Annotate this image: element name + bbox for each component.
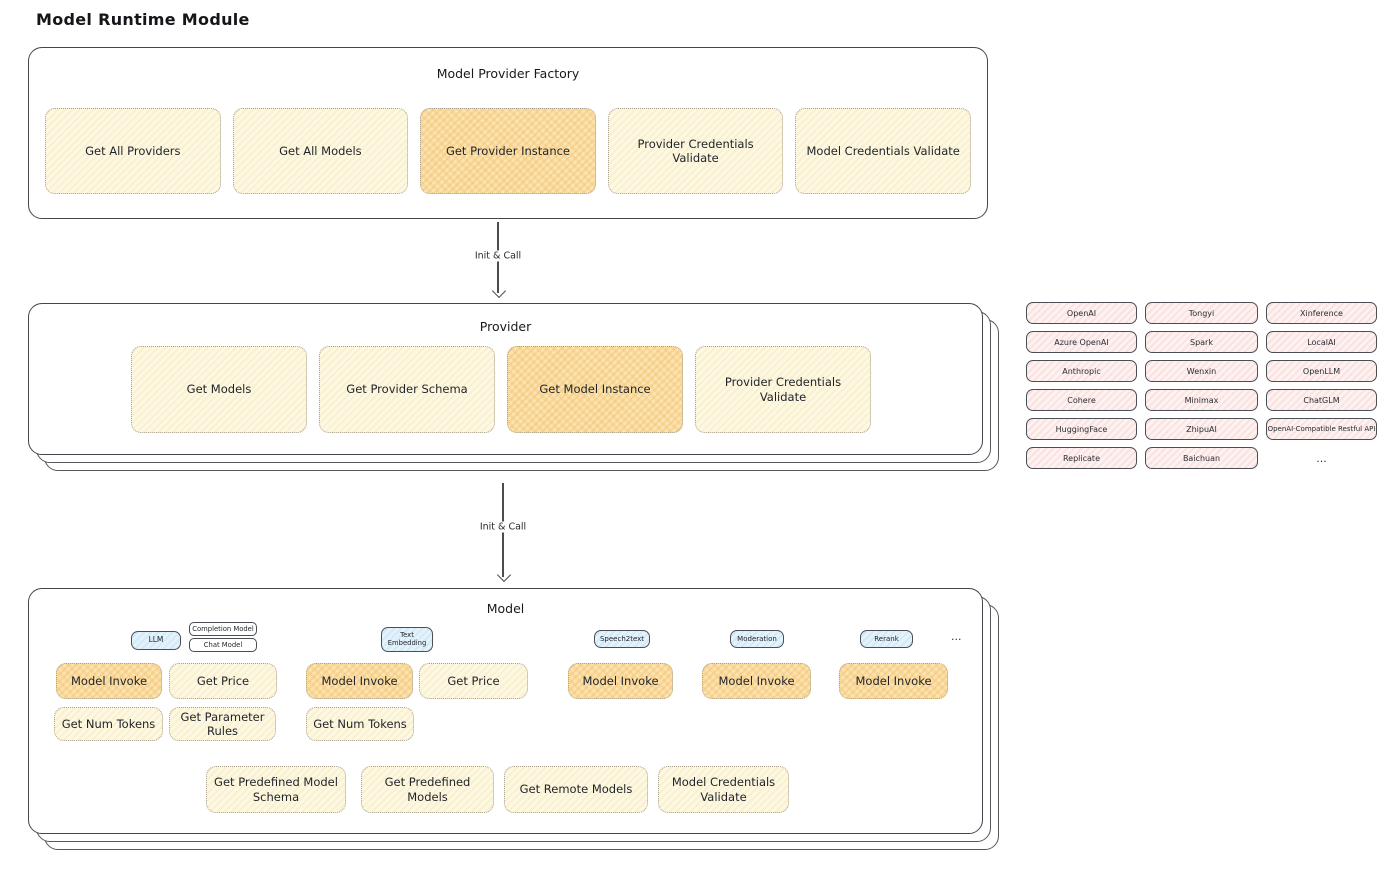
model-fn-moderation-model-invoke: Model Invoke [702,663,811,699]
model-fn-get-remote-models: Get Remote Models [504,766,648,813]
factory-panel: Model Provider Factory Get All Providers… [28,47,988,219]
model-fn-llm-get-num-tokens: Get Num Tokens [54,707,163,741]
model-fn-llm-get-parameter-rules: Get Parameter Rules [169,707,276,741]
provider-grid-ellipsis: ... [1316,451,1327,465]
arrowhead-down-icon [496,567,511,583]
model-title: Model [486,601,525,616]
provider-chip-anthropic: Anthropic [1026,360,1137,382]
factory-items-row: Get All Providers Get All Models Get Pro… [29,108,987,194]
provider-grid: OpenAI Tongyi Xinference Azure OpenAI Sp… [1026,302,1377,469]
provider-chip-wenxin: Wenxin [1145,360,1258,382]
provider-panel: Provider Get Models Get Provider Schema … [28,303,999,471]
model-fn-model-credentials-validate: Model Credentials Validate [658,766,789,813]
model-fn-get-predefined-models: Get Predefined Models [361,766,494,813]
model-fn-embedding-get-price: Get Price [419,663,528,699]
arrow-factory-to-provider: Init & Call [469,222,527,299]
model-fn-llm-get-price: Get Price [169,663,277,699]
arrowhead-down-icon [491,283,506,299]
provider-item-provider-credentials-validate: Provider Credentials Validate [695,346,871,433]
provider-chip-minimax: Minimax [1145,389,1258,411]
model-tag-rerank: Rerank [860,630,913,648]
provider-items-row: Get Models Get Provider Schema Get Model… [131,346,871,433]
factory-item-model-credentials-validate: Model Credentials Validate [795,108,971,194]
factory-item-provider-credentials-validate: Provider Credentials Validate [607,108,784,194]
provider-chip-spark: Spark [1145,331,1258,353]
model-tag-text-embedding: Text Embedding [381,627,433,652]
model-tags-ellipsis: ... [951,630,962,643]
model-fn-embedding-model-invoke: Model Invoke [306,663,413,699]
arrow-label: Init & Call [474,521,532,533]
model-fn-rerank-model-invoke: Model Invoke [839,663,948,699]
factory-panel-border: Model Provider Factory Get All Providers… [28,47,988,219]
provider-chip-zhipuai: ZhipuAI [1145,418,1258,440]
provider-chip-replicate: Replicate [1026,447,1137,469]
model-subtag-chat-model: Chat Model [189,638,257,652]
model-fn-embedding-get-num-tokens: Get Num Tokens [306,707,414,741]
provider-item-get-model-instance: Get Model Instance [507,346,683,433]
model-fn-llm-model-invoke: Model Invoke [56,663,162,699]
arrow-label: Init & Call [469,250,527,262]
provider-chip-huggingface: HuggingFace [1026,418,1137,440]
provider-chip-openllm: OpenLLM [1266,360,1377,382]
factory-item-get-provider-instance: Get Provider Instance [420,108,596,194]
provider-chip-tongyi: Tongyi [1145,302,1258,324]
provider-chip-openai-compatible-restful-api: OpenAI-Compatible Restful API [1266,418,1377,440]
provider-title: Provider [479,319,532,334]
provider-chip-baichuan: Baichuan [1145,447,1258,469]
provider-chip-openai: OpenAI [1026,302,1137,324]
provider-panel-border: Provider Get Models Get Provider Schema … [28,303,983,455]
model-tag-llm: LLM [131,631,181,650]
provider-item-get-provider-schema: Get Provider Schema [319,346,495,433]
factory-title: Model Provider Factory [436,66,580,81]
provider-chip-chatglm: ChatGLM [1266,389,1377,411]
factory-item-get-all-models: Get All Models [232,108,409,194]
model-panel-border: Model LLM Completion Model Chat Model Te… [28,588,983,834]
model-fn-get-predefined-model-schema: Get Predefined Model Schema [206,766,346,813]
page-title: Model Runtime Module [36,10,250,29]
model-fn-speech2text-model-invoke: Model Invoke [568,663,673,699]
model-tag-moderation: Moderation [730,630,784,648]
provider-chip-localai: LocalAI [1266,331,1377,353]
arrow-provider-to-model: Init & Call [474,483,532,583]
provider-item-get-models: Get Models [131,346,307,433]
model-subtag-completion-model: Completion Model [189,622,257,636]
provider-chip-cohere: Cohere [1026,389,1137,411]
factory-item-get-all-providers: Get All Providers [45,108,221,194]
provider-chip-xinference: Xinference [1266,302,1377,324]
model-tag-speech2text: Speech2text [594,630,650,648]
model-panel: Model LLM Completion Model Chat Model Te… [28,588,999,850]
provider-chip-azure-openai: Azure OpenAI [1026,331,1137,353]
